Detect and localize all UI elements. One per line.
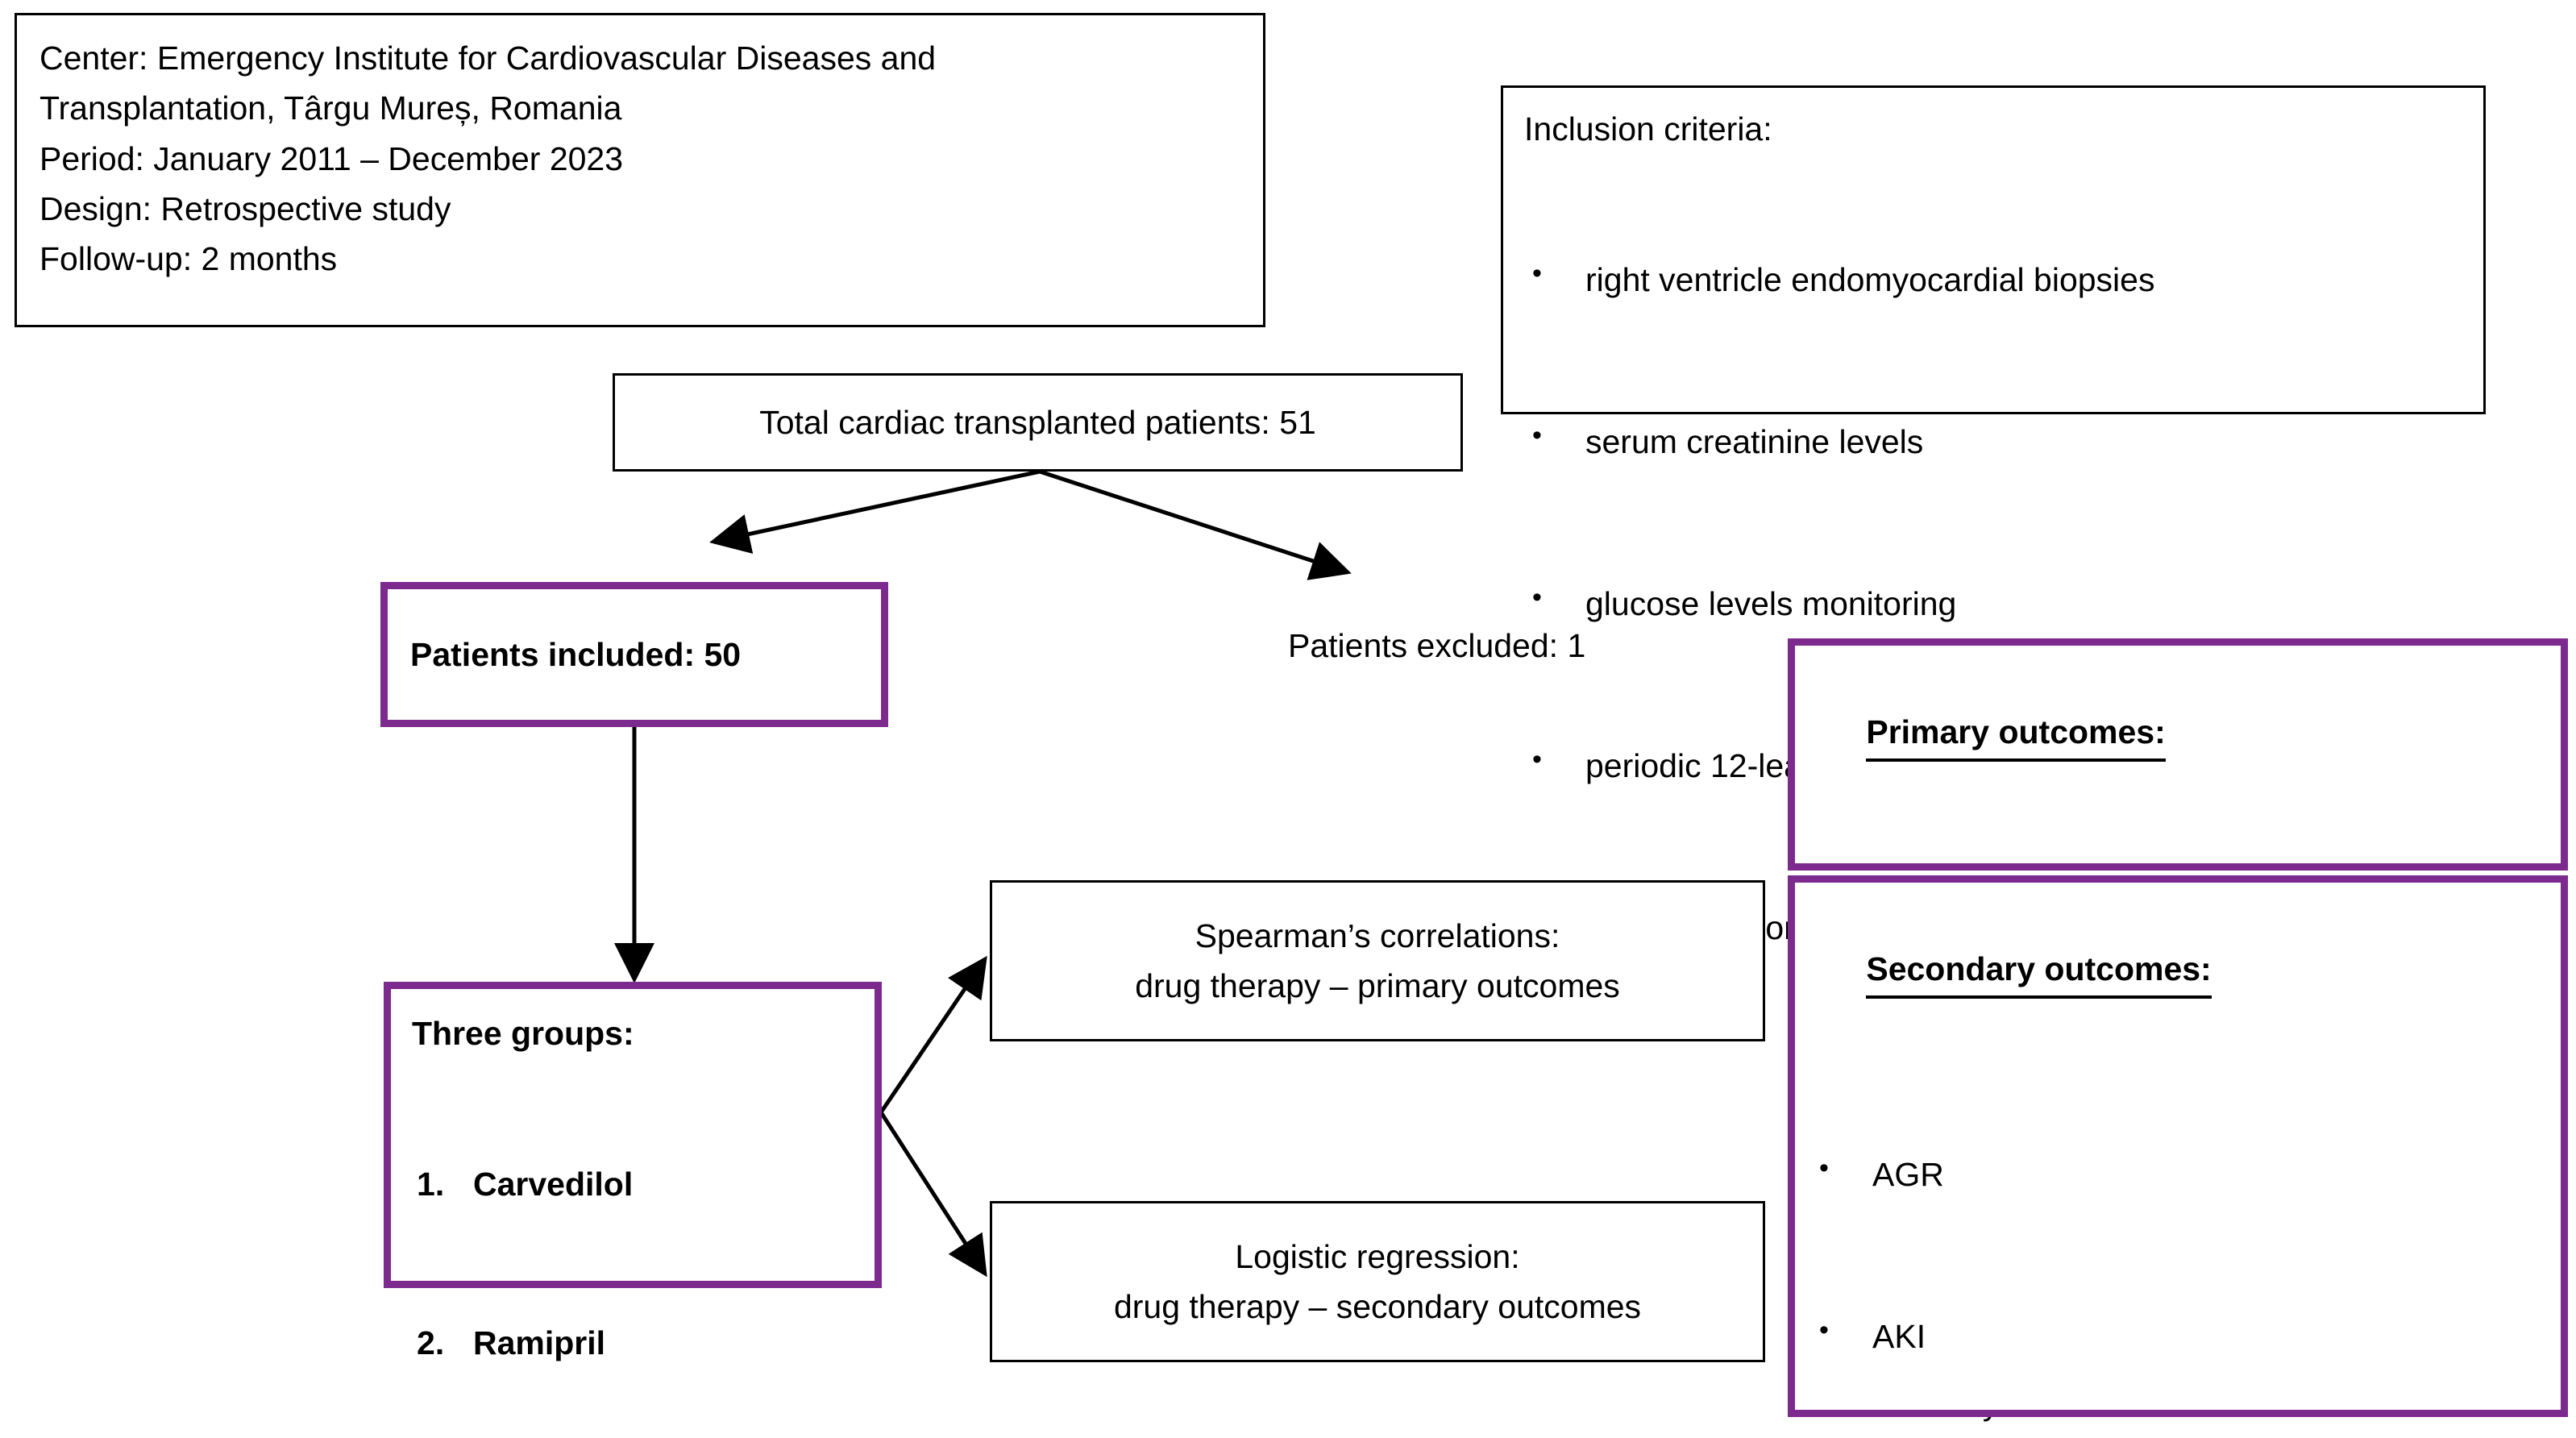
list-item: serum creatinine levels — [1524, 415, 2462, 467]
study-info-box: Center: Emergency Institute for Cardiova… — [15, 13, 1265, 327]
logistic-subtitle: drug therapy – secondary outcomes — [1113, 1288, 1642, 1325]
three-groups-box: Three groups: Carvedilol Ramipril Spiron… — [384, 982, 882, 1369]
study-info-line-period: Period: January 2011 – December 2023 — [39, 139, 624, 177]
list-item: AKI — [1811, 1309, 2545, 1361]
list-item: glucose levels monitoring — [1524, 577, 2462, 629]
primary-outcomes-title-text: Primary outcomes: — [1866, 707, 2166, 762]
spearman-title: Spearman’s correlations: — [1195, 916, 1560, 954]
study-info-line-followup: Follow-up: 2 months — [39, 240, 338, 278]
patients-included-label: Patients included: 50 — [410, 635, 742, 673]
patients-excluded-label: Patients excluded: 1 — [1288, 627, 1586, 664]
three-groups-list: Carvedilol Ramipril Spironolactone — [412, 1058, 854, 1438]
secondary-outcomes-title-text: Secondary outcomes: — [1866, 944, 2212, 999]
total-patients-label: Total cardiac transplanted patients: 51 — [759, 403, 1316, 441]
spearman-correlations-box: Spearman’s correlations: drug therapy – … — [990, 880, 1765, 1041]
logistic-title: Logistic regression: — [1235, 1237, 1520, 1275]
study-info-line-transplantation: Transplantation, Târgu Mureș, Romania — [39, 89, 622, 127]
list-item: AGR — [1811, 1148, 2545, 1199]
patients-included-box: Patients included: 50 — [380, 582, 888, 727]
study-info-line-center: Center: Emergency Institute for Cardiova… — [39, 39, 937, 77]
spearman-subtitle: drug therapy – primary outcomes — [1135, 967, 1620, 1004]
inclusion-criteria-title: Inclusion criteria: — [1524, 110, 1772, 148]
secondary-outcomes-title: Secondary outcomes: — [1811, 894, 2545, 1049]
primary-outcomes-box: Primary outcomes: complications regardle… — [1788, 638, 2568, 1422]
secondary-outcomes-box: Secondary outcomes: AGR AKI newly diagno… — [1788, 875, 2568, 1417]
logistic-regression-box: Logistic regression: drug therapy – seco… — [990, 1201, 1765, 1362]
list-item: right ventricle endomyocardial biopsies — [1524, 253, 2462, 305]
list-item: Ramipril — [417, 1318, 606, 1369]
inclusion-criteria-box: Inclusion criteria: right ventricle endo… — [1501, 85, 2486, 946]
list-item: Carvedilol — [417, 1159, 634, 1210]
three-groups-title: Three groups: — [412, 1015, 634, 1052]
secondary-outcomes-list: AGR AKI newly diagnosed DM AFib — [1811, 1049, 2545, 1438]
total-patients-box: Total cardiac transplanted patients: 51 — [613, 373, 1463, 472]
study-info-line-design: Design: Retrospective study — [39, 189, 451, 227]
primary-outcomes-title: Primary outcomes: — [1811, 657, 2545, 812]
